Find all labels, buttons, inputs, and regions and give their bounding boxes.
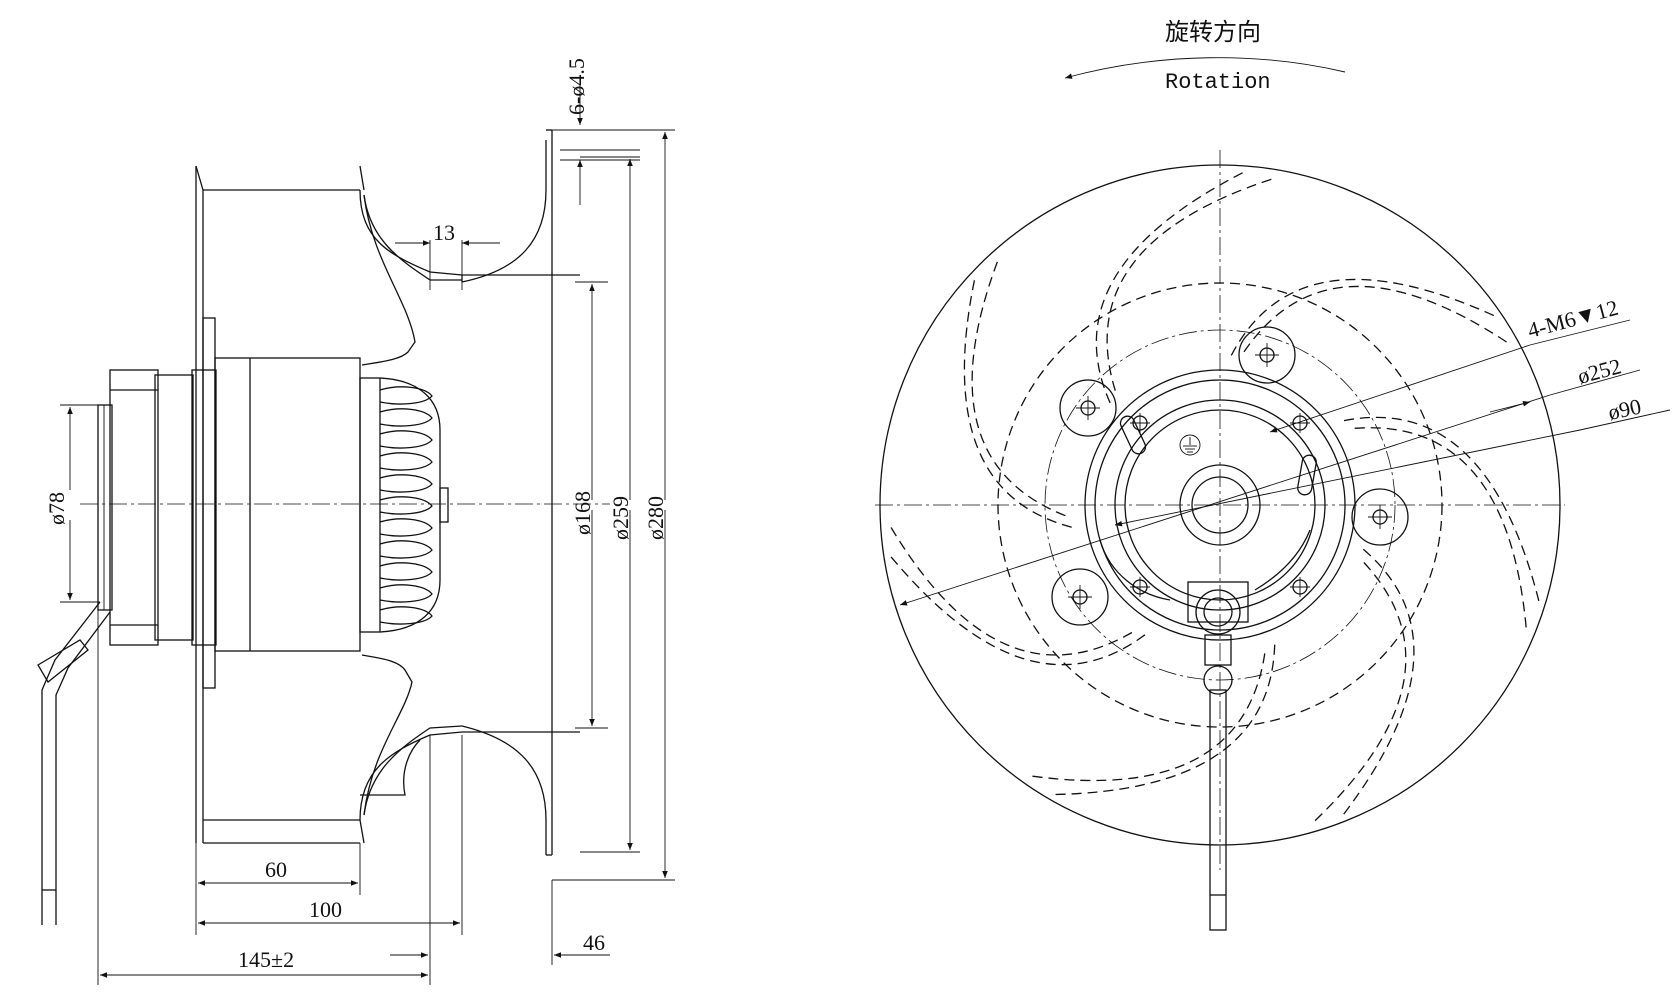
bolt-circle — [1044, 329, 1396, 681]
motor-face-circle — [1114, 399, 1326, 611]
inlet-hidden-circle — [997, 282, 1443, 728]
shaft-end — [439, 487, 449, 523]
blades-hidden — [888, 170, 1541, 822]
rotor-fin — [379, 452, 433, 471]
dim-thread-text: 4-M6▼12 — [1525, 295, 1621, 343]
threaded-holes — [1130, 413, 1310, 597]
rotation-label-en: Rotation — [1165, 70, 1271, 95]
blade-curve-inner — [1106, 178, 1273, 391]
dim-hole-text: 6-ø4.5 — [564, 58, 589, 115]
blade-curve — [888, 553, 1146, 666]
mounting-lobes — [1051, 326, 1409, 626]
dim-145: 145±2 — [97, 610, 431, 985]
ground-icon — [1179, 434, 1201, 456]
mount-lobe — [1351, 488, 1409, 546]
rotor-fins — [379, 386, 433, 625]
rotor-fin — [379, 562, 433, 581]
hub-inner-circle — [1191, 476, 1249, 534]
blade-bottom — [361, 654, 413, 816]
side-view: 6-ø4.5 13 ø168 ø259 — [37, 58, 675, 985]
blade-curve — [1095, 170, 1247, 404]
dim-46-text: 46 — [583, 930, 605, 955]
dim-100: 100 — [195, 735, 463, 935]
blade-curve-inner — [1314, 562, 1407, 822]
cable-gland — [1187, 581, 1249, 931]
dim-13-text: 13 — [433, 220, 455, 245]
dim-100-text: 100 — [309, 897, 342, 922]
blade-curve-inner — [1354, 427, 1527, 629]
blade-curve — [1343, 416, 1541, 605]
rotor-fin — [379, 386, 433, 405]
dim-145-text: 145±2 — [238, 947, 294, 972]
front-view: 旋转方向 Rotation — [875, 18, 1671, 931]
dim-280: ø280 — [552, 129, 675, 881]
dim-60-text: 60 — [265, 857, 287, 882]
rotor-fin — [379, 518, 433, 537]
rotor-fin — [379, 430, 433, 449]
rotation-label-cn: 旋转方向 — [1165, 18, 1261, 46]
rotor-fin — [379, 496, 433, 515]
outer-circle — [879, 164, 1561, 846]
motor-face-inner-circle — [1124, 409, 1316, 601]
rotor-fin — [379, 606, 433, 625]
dim-252-text: ø252 — [1575, 353, 1624, 389]
mount-lobe — [1238, 326, 1296, 384]
rotor-fin — [379, 474, 433, 493]
motor-body — [97, 357, 381, 652]
flange-slots — [1099, 415, 1317, 601]
blade-curve-inner — [890, 526, 1133, 656]
dim-90-text: ø90 — [1606, 394, 1643, 425]
blade-curve — [1051, 644, 1276, 796]
shroud-profile — [359, 129, 580, 856]
flange-inner-circle — [1094, 379, 1346, 631]
dim-168-text: ø168 — [570, 491, 595, 535]
blade-curve — [1340, 548, 1415, 818]
rotor-fin — [379, 584, 433, 603]
dim-259-text: ø259 — [608, 496, 633, 540]
blade-curve-inner — [1243, 285, 1508, 353]
dim-46: 46 — [390, 880, 610, 965]
mount-lobe — [1059, 379, 1117, 437]
blade-curve — [963, 276, 1072, 528]
blade-curve — [1230, 278, 1498, 356]
mount-lobe — [1051, 568, 1109, 626]
power-cable — [37, 601, 111, 925]
rotor-fin — [379, 408, 433, 427]
back-plate — [195, 165, 365, 844]
dim-78: ø78 — [44, 404, 100, 603]
blade-curve-inner — [971, 260, 1066, 517]
dim-13: 13 — [395, 220, 500, 290]
blade-curve-inner — [1031, 653, 1266, 782]
dim-60: 60 — [195, 843, 361, 895]
blade-top — [361, 194, 416, 366]
dim-280-text: ø280 — [643, 496, 668, 540]
hub-outer-circle — [1179, 464, 1261, 546]
dim-259: ø259 — [580, 156, 640, 853]
dim-168: ø168 — [570, 281, 608, 729]
rotor-fin — [379, 540, 433, 559]
dim-hole: 6-ø4.5 — [560, 58, 640, 205]
rotation-arrow — [1064, 57, 1346, 79]
dim-78-text: ø78 — [44, 492, 69, 525]
